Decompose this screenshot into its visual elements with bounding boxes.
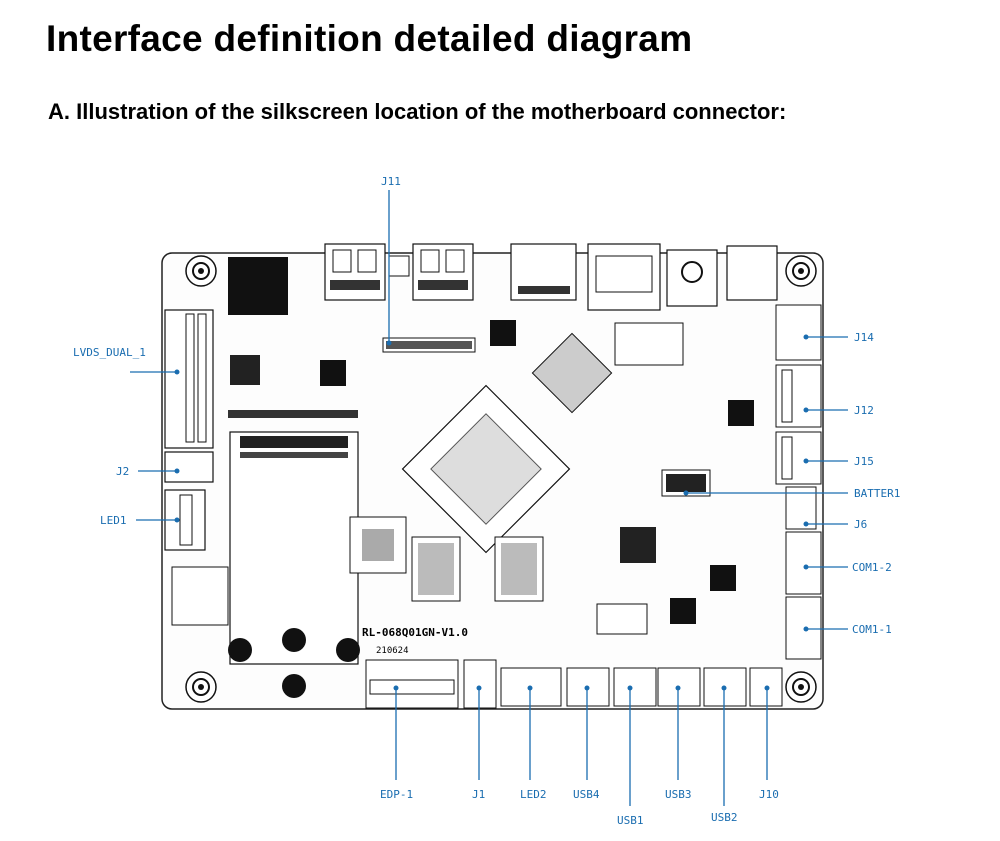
- callout-j11: [386, 190, 392, 346]
- j1-connector: [463, 659, 497, 709]
- ic-right-top: [614, 322, 684, 366]
- com1-2-connector: [785, 531, 822, 595]
- emmc-chip-fill: [362, 529, 394, 561]
- heatsink-block: [228, 257, 288, 315]
- mounting-hole-bottom-right: [785, 671, 817, 703]
- label-j10: J10: [759, 788, 779, 801]
- mpcie-slot: [229, 431, 359, 665]
- label-batter1: BATTER1: [854, 487, 900, 500]
- label-usb4: USB4: [573, 788, 600, 801]
- mounting-hole-bottom-left: [185, 671, 217, 703]
- mpcie-contacts: [240, 436, 348, 448]
- inductor-4: [710, 565, 736, 591]
- callout-j6: [803, 521, 848, 527]
- mounting-hole-top-left: [185, 255, 217, 287]
- label-com1-2: COM1-2: [852, 561, 892, 574]
- j14-connector: [775, 304, 822, 361]
- callout-j10: [764, 685, 770, 780]
- j11-header-pins: [386, 341, 472, 349]
- label-j2: J2: [116, 465, 129, 478]
- edp-pins: [369, 679, 455, 695]
- board-date-silkscreen: 210624: [376, 646, 409, 656]
- callout-lvds: [130, 369, 180, 375]
- ic-right-low: [596, 603, 648, 635]
- label-led1: LED1: [100, 514, 127, 527]
- wifi-module: [171, 566, 229, 626]
- standoff-4: [282, 674, 306, 698]
- ddr-chip-1-fill: [418, 543, 454, 595]
- callout-usb3: [675, 685, 681, 780]
- callout-usb4: [584, 685, 590, 780]
- standoff-2: [282, 628, 306, 652]
- inductor-5: [670, 598, 696, 624]
- mounting-hole-top-right: [785, 255, 817, 287]
- dc-power-jack: [726, 245, 778, 301]
- label-j11: J11: [381, 175, 401, 188]
- section-subtitle: A. Illustration of the silkscreen locati…: [48, 99, 787, 124]
- callout-j1: [476, 685, 482, 780]
- rj45-inner: [595, 255, 653, 293]
- label-usb2: USB2: [711, 811, 738, 824]
- label-led2: LED2: [520, 788, 547, 801]
- label-j1: J1: [472, 788, 485, 801]
- lvds-connector: [164, 309, 214, 449]
- mpcie-contacts-2: [240, 452, 348, 458]
- j12-connector: [775, 364, 822, 428]
- callout-led1: [136, 517, 180, 523]
- ic-row-left: [228, 410, 358, 418]
- callout-j2: [138, 468, 180, 474]
- callout-j12: [803, 407, 848, 413]
- ic-small-left: [230, 355, 260, 385]
- usb-port-top-middle: [412, 243, 474, 301]
- usb1-connector: [613, 667, 657, 707]
- label-edp-1: EDP-1: [380, 788, 413, 801]
- callout-usb1: [627, 685, 633, 806]
- callout-j14: [803, 334, 848, 340]
- label-usb3: USB3: [665, 788, 692, 801]
- callout-com1-2: [803, 564, 848, 570]
- led1-pins: [179, 494, 193, 546]
- inductor-1: [490, 320, 516, 346]
- callout-batter1: [683, 490, 848, 496]
- callout-edp-1: [393, 685, 399, 780]
- j15-connector: [775, 431, 822, 485]
- ddr-chip-2-fill: [501, 543, 537, 595]
- hdmi-pins: [518, 286, 570, 294]
- label-j15: J15: [854, 455, 874, 468]
- j6-connector: [785, 486, 817, 530]
- soc-chip: [401, 384, 571, 554]
- label-j14: J14: [854, 331, 874, 344]
- label-usb1: USB1: [617, 814, 644, 827]
- ic-right-mid: [620, 527, 656, 563]
- audio-jack-hole: [681, 261, 703, 283]
- inductor-3: [728, 400, 754, 426]
- callout-led2: [527, 685, 533, 780]
- label-com1-1: COM1-1: [852, 623, 892, 636]
- j2-connector: [164, 451, 214, 483]
- standoff-3: [336, 638, 360, 662]
- button-small: [388, 255, 410, 277]
- lvds-pin-column-a: [185, 313, 207, 443]
- com1-1-connector: [785, 596, 822, 660]
- label-j12: J12: [854, 404, 874, 417]
- battery-connector-fill: [666, 474, 706, 492]
- rj45-port: [587, 243, 661, 311]
- board-model-silkscreen: RL-068Q01GN-V1.0: [362, 626, 468, 639]
- page-title: Interface definition detailed diagram: [46, 18, 693, 59]
- usb-port-top-left: [324, 243, 386, 301]
- standoff-1: [228, 638, 252, 662]
- label-lvds-dual-1: LVDS_DUAL_1: [73, 346, 146, 359]
- pmic-chip: [531, 332, 613, 414]
- j15-pins: [781, 436, 793, 480]
- edp-connector: [365, 659, 459, 709]
- callout-com1-1: [803, 626, 848, 632]
- inductor-2: [320, 360, 346, 386]
- j12-pins: [781, 369, 793, 423]
- callout-usb2: [721, 685, 727, 806]
- callout-j15: [803, 458, 848, 464]
- label-j6: J6: [854, 518, 867, 531]
